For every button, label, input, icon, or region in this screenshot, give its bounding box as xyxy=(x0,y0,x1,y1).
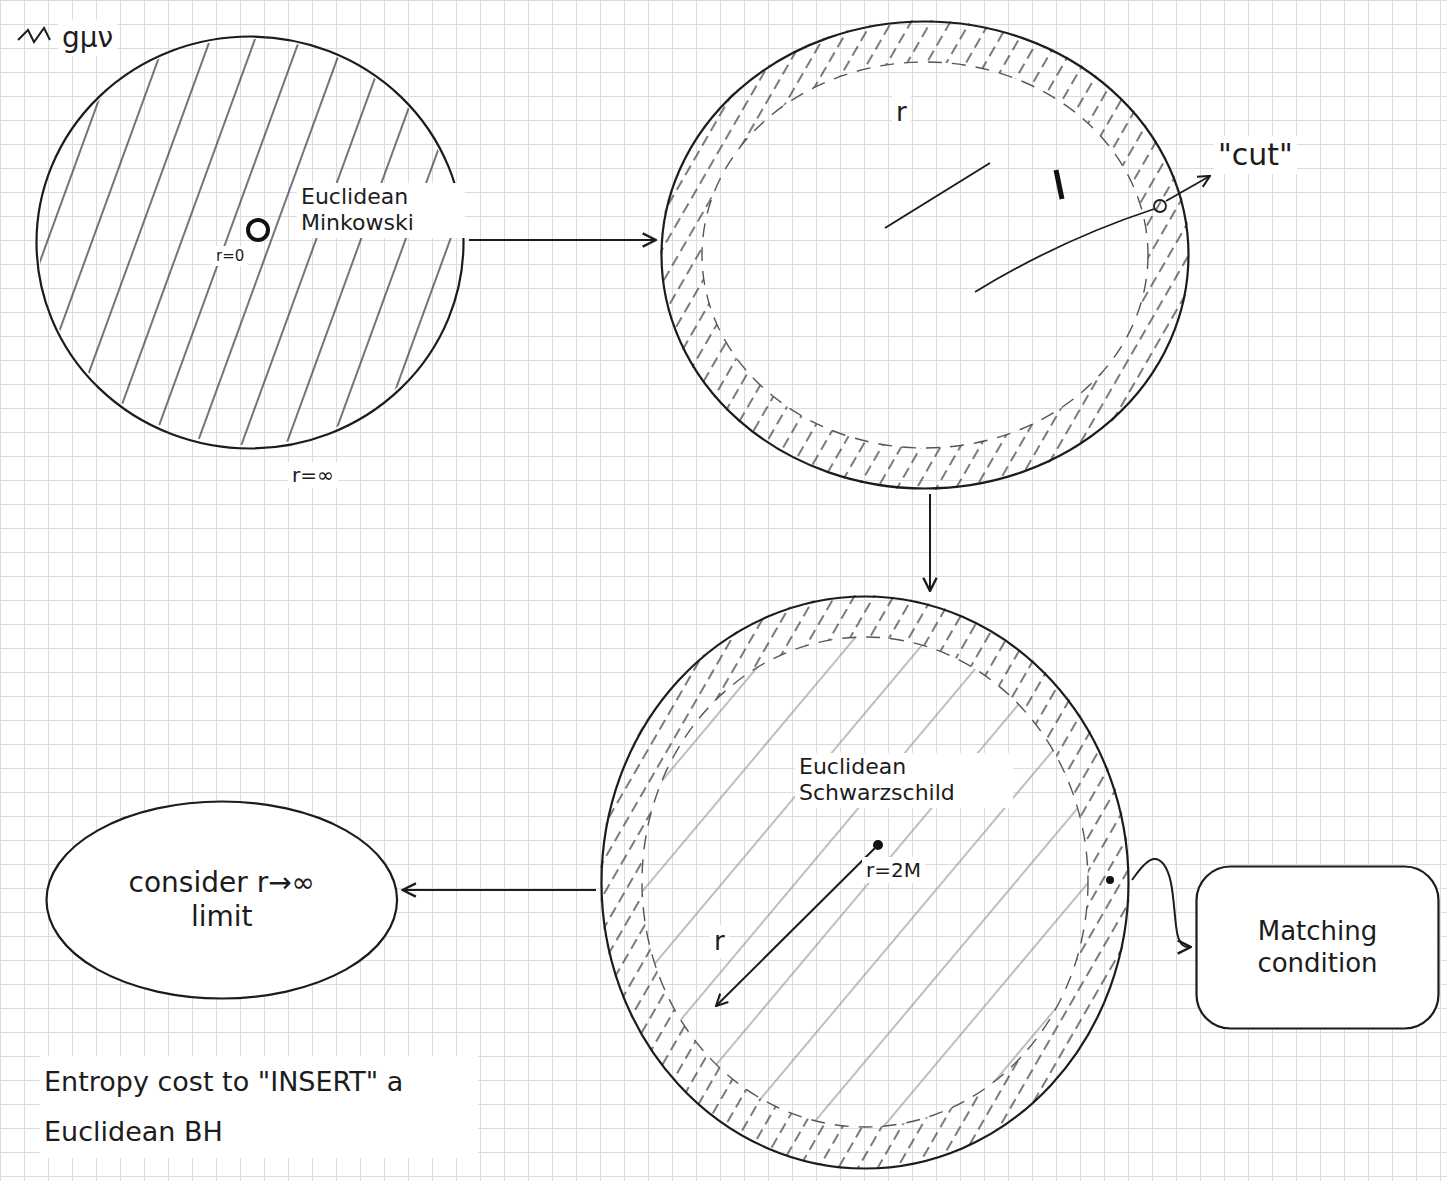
flow-arrow xyxy=(469,239,656,241)
inner-rim xyxy=(702,62,1148,448)
disk-border xyxy=(602,597,1129,1169)
cut-leader xyxy=(1166,176,1210,201)
text-holder: consider r→∞ limit xyxy=(45,800,399,1000)
region-label: Euclidean Minkowski xyxy=(297,183,465,238)
note-text: Entropy cost to "INSERT" a Euclidean BH xyxy=(40,1056,478,1158)
metric-label: gμν xyxy=(58,20,117,56)
radius-label: r xyxy=(892,96,911,129)
schwarzschild-disk: Euclidean Schwarzschild r=2M r xyxy=(600,595,1130,1170)
region-label: Euclidean Schwarzschild xyxy=(795,753,1013,808)
disk-hatching xyxy=(39,39,461,445)
cut-disk: r xyxy=(660,20,1190,490)
horizon-label: r=2M xyxy=(862,857,925,883)
rim-hatching xyxy=(660,20,1190,490)
matching-leader xyxy=(1132,859,1191,947)
note-oval: consider r→∞ limit xyxy=(45,800,399,1000)
disk-hatching xyxy=(642,637,1088,1127)
rim-hatching xyxy=(600,595,1130,1169)
inner-rim xyxy=(642,637,1088,1127)
disk-outline xyxy=(660,20,1190,490)
disk-border xyxy=(47,802,398,999)
radius-line xyxy=(885,163,990,228)
radius-label: r xyxy=(710,925,729,958)
cut-label: "cut" xyxy=(1214,136,1297,174)
note-text: consider r→∞ limit xyxy=(113,865,331,934)
cut-leader xyxy=(975,209,1154,292)
scribble-mark xyxy=(18,28,50,42)
radius-line xyxy=(716,845,878,1006)
flow-arrow xyxy=(403,889,596,891)
note-box: Matching condition xyxy=(1195,865,1440,1030)
disk-border xyxy=(662,22,1189,489)
cut-mark xyxy=(1056,170,1062,199)
matching-point xyxy=(1106,876,1114,884)
note-text: Matching condition xyxy=(1224,915,1412,979)
box-border xyxy=(1197,867,1439,1029)
leader-loop xyxy=(1154,200,1166,212)
infinity-label: r=∞ xyxy=(288,462,338,488)
origin-point xyxy=(248,220,268,240)
disk-border xyxy=(37,37,464,449)
flow-arrow xyxy=(929,494,931,591)
disk-outline xyxy=(35,35,465,450)
text-holder: Matching condition xyxy=(1195,865,1440,1030)
origin-label: r=0 xyxy=(212,246,248,266)
minkowski-disk: Euclidean Minkowski xyxy=(35,35,465,450)
